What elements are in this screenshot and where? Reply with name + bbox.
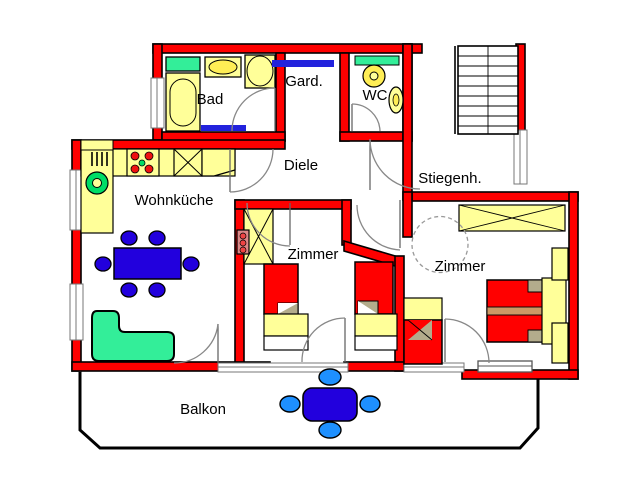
room-label-stiegenhaus: Stiegenh. <box>418 170 481 187</box>
toilet-inner-icon <box>369 71 379 81</box>
wall-hall-east <box>402 43 413 201</box>
dining-set-group <box>94 230 200 298</box>
radiator-icon <box>91 152 108 166</box>
sofa-group <box>91 310 175 362</box>
room-label-gard: Gard. <box>285 73 323 90</box>
balcony-chair-icon <box>318 368 342 386</box>
gard-fixtures-group <box>272 60 334 67</box>
bed-fold-line <box>407 319 433 341</box>
door-entry-arc <box>369 138 421 190</box>
balcony-outline <box>78 372 540 450</box>
wall-stiege-south <box>411 191 579 202</box>
zimmer1b-furniture-group <box>354 261 443 365</box>
room-labels-group: Bad Gard. WC Diele Stiegenh. Wohnküche Z… <box>135 73 486 418</box>
zimmer2-side-cabinet-bottom <box>551 322 569 364</box>
balcony-chair-icon <box>279 395 301 413</box>
zimmer2-wardrobe-x2 <box>458 204 566 232</box>
burner-icon <box>144 151 154 161</box>
door-balcony-arc <box>173 323 219 364</box>
balcony-outline-group <box>78 372 540 450</box>
doors-group <box>173 87 490 364</box>
wardrobe-band-icon <box>272 60 334 67</box>
dining-table-icon <box>113 247 182 280</box>
heater-dot <box>239 232 247 240</box>
wall-wc-south <box>339 131 413 142</box>
wall-gard-wc <box>339 52 350 142</box>
room-label-bad: Bad <box>197 91 224 108</box>
windows-group <box>69 77 533 373</box>
dining-chair-icon <box>120 282 138 298</box>
wall-zimmer1-north <box>234 199 352 210</box>
zimmer1b-nightstand2-icon <box>354 335 398 351</box>
wall-zimmer1-west <box>234 199 245 372</box>
bad-window-band <box>201 125 246 131</box>
wall-top-north <box>152 43 423 54</box>
zimmer1-nightstand2-icon <box>263 335 309 351</box>
dining-chair-icon <box>182 256 200 272</box>
door-zimmer2-arc <box>444 318 490 364</box>
room-label-diele: Diele <box>284 157 318 174</box>
zimmer1b-blanket-fold <box>358 301 378 314</box>
corner-sofa-icon <box>91 310 175 362</box>
wc-fixtures-group <box>354 55 404 114</box>
door-wc-arc <box>351 103 381 132</box>
door-kitchen-arc <box>229 148 274 193</box>
room-label-zimmer-2: Zimmer <box>435 258 486 275</box>
balcony-chair-icon <box>359 395 381 413</box>
wc-washbasin-inner-icon <box>392 93 400 107</box>
bathtub-inner-icon <box>169 78 197 127</box>
staircase-group <box>454 45 519 135</box>
door-bad-arc <box>231 87 276 132</box>
zimmer1b-nightstand-icon <box>354 313 398 337</box>
zimmer1-nightstand-icon <box>263 313 309 337</box>
bad-fixtures-group <box>165 54 276 132</box>
zimmer1-furniture-group <box>236 208 309 351</box>
room-label-wc: WC <box>363 87 388 104</box>
balcony-chair-icon <box>318 421 342 439</box>
dining-chair-icon <box>120 230 138 246</box>
heater-dot <box>239 239 247 247</box>
dining-chair-icon <box>94 256 112 272</box>
washing-machine-drum-icon <box>246 55 274 87</box>
burner-center-icon <box>138 159 146 167</box>
heater-dot <box>239 246 247 254</box>
wall-kitchen-south <box>71 361 239 372</box>
balcony-table-icon <box>302 387 358 422</box>
burner-icon <box>130 164 140 174</box>
washbasin-icon <box>208 59 238 75</box>
room-label-balkon: Balkon <box>180 401 226 418</box>
burner-icon <box>144 164 154 174</box>
dishwasher-x2 <box>173 148 203 177</box>
room-label-zimmer-1: Zimmer <box>288 246 339 263</box>
room-label-wohnkueche: Wohnküche <box>135 192 214 209</box>
zimmer1-wardrobe-x2 <box>243 208 274 265</box>
zimmer2-side-cabinet-top <box>551 247 569 281</box>
wc-shelf-icon <box>354 55 400 66</box>
dining-chair-icon <box>148 230 166 246</box>
kitchen-counter-group <box>80 139 236 234</box>
wall-zimmer1-south-right <box>343 361 405 372</box>
door-zimmer2-arc-dashed <box>411 215 469 274</box>
zimmer2-furniture-group <box>458 204 569 364</box>
zimmer2-small-cabinet-icon <box>403 297 443 321</box>
door-zimmer1b-arc <box>356 204 401 251</box>
shower-tray-icon <box>165 56 201 72</box>
wall-east-exterior <box>568 191 579 380</box>
wall-stiege-left <box>402 191 413 238</box>
wall-zimmer1-east <box>341 199 352 246</box>
burner-icon <box>130 151 140 161</box>
dining-chair-icon <box>148 282 166 298</box>
zimmer1-blanket-fold <box>278 303 298 314</box>
kitchen-sink-drain-icon <box>92 178 102 188</box>
balcony-furniture-group <box>279 368 381 439</box>
door-zimmer1-south-arc <box>301 317 346 363</box>
door-zimmer1-arc <box>246 202 291 247</box>
kitchen-counter-top-piece <box>80 139 114 151</box>
